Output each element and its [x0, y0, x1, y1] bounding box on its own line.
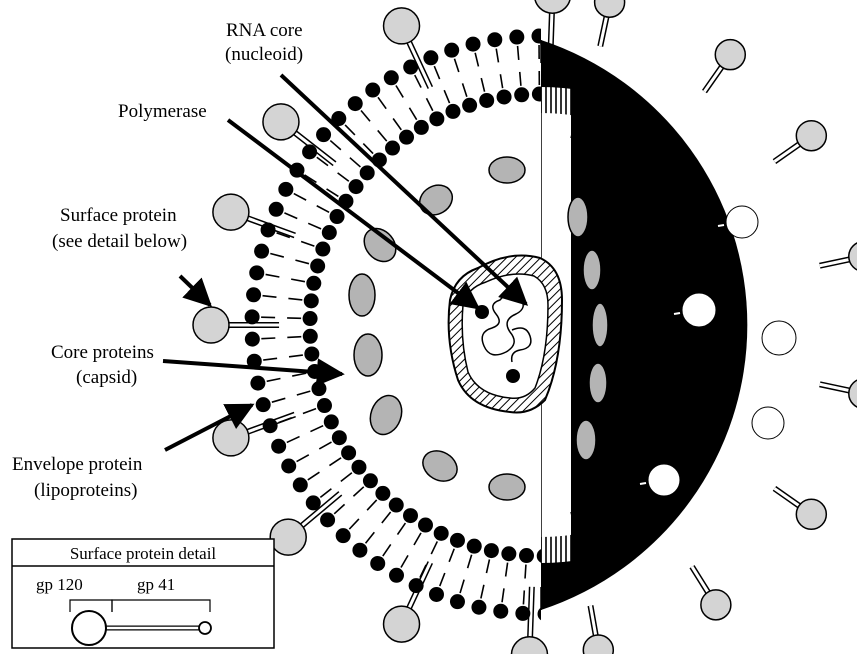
surface-spike — [774, 488, 826, 529]
capsid-protein — [489, 157, 525, 183]
surface-spike — [595, 0, 625, 46]
surface-spike — [583, 606, 613, 654]
arrow-surface-protein — [180, 276, 210, 305]
detail-gp120-label: gp 120 — [36, 575, 83, 594]
label-surface-protein: Surface protein — [60, 205, 177, 226]
polymerase-dot — [506, 369, 520, 383]
surface-spike — [692, 567, 731, 620]
capsid-protein — [576, 420, 596, 460]
exterior-knob — [754, 321, 796, 355]
envelope-exterior-half — [541, 40, 747, 610]
exterior-knob — [744, 407, 784, 439]
capsid-protein — [592, 303, 608, 347]
capsid-protein — [354, 334, 382, 376]
surface-spike — [820, 379, 857, 409]
rna-core — [449, 256, 562, 413]
capsid-protein — [568, 197, 588, 237]
detail-gp41-label: gp 41 — [137, 575, 175, 594]
label-core-proteins: Core proteins — [51, 342, 154, 363]
label-rna-core-sub: (nucleoid) — [225, 44, 303, 65]
label-core-proteins-sub: (capsid) — [76, 367, 137, 388]
surface-protein-detail-box: Surface protein detail gp 120 gp 41 — [12, 539, 274, 648]
label-envelope-protein-sub: (lipoproteins) — [34, 480, 137, 501]
capsid-protein — [489, 474, 525, 500]
detail-box-title: Surface protein detail — [70, 544, 217, 563]
surface-spike — [774, 121, 826, 162]
capsid-protein — [349, 274, 375, 316]
label-rna-core: RNA core — [226, 20, 303, 41]
surface-spike — [704, 40, 745, 92]
capsid-protein — [589, 363, 607, 403]
label-envelope-protein: Envelope protein — [12, 454, 143, 475]
surface-spike — [820, 241, 857, 271]
label-surface-protein-sub: (see detail below) — [52, 231, 187, 252]
label-polymerase: Polymerase — [118, 101, 207, 122]
capsid-protein — [583, 250, 601, 290]
